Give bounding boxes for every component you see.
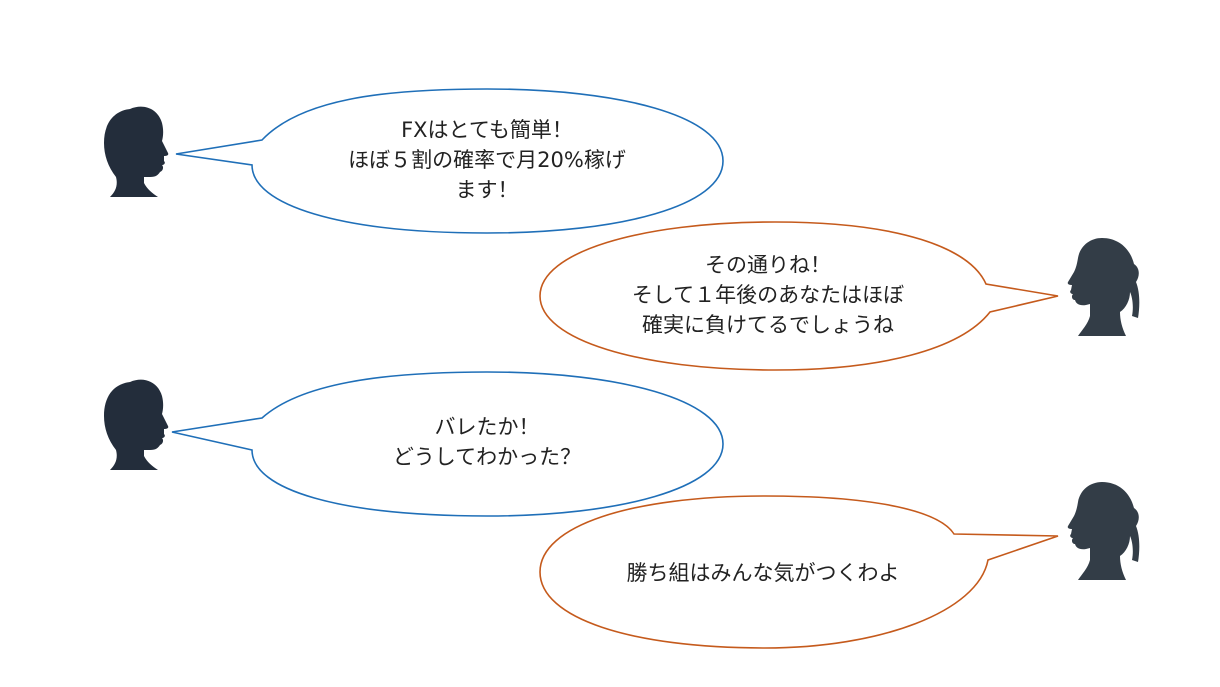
speech-bubble-1 <box>175 88 724 234</box>
bubble-line: バレたか！ <box>434 415 540 439</box>
male-head-icon <box>104 379 169 470</box>
bubble-outline <box>539 495 1059 649</box>
bubble-1-text: FXはとても簡単！ ほぼ５割の確率で月20%稼げ ます！ <box>322 115 652 205</box>
bubble-line: 確実に負けてるでしょうね <box>642 313 894 337</box>
bubble-outline <box>539 221 1059 371</box>
speech-bubble-3 <box>171 371 724 517</box>
bubble-line: そして１年後のあなたはほぼ <box>631 283 905 307</box>
speech-bubble-4 <box>539 495 1059 649</box>
bubble-line: ほぼ５割の確率で月20%稼げ <box>348 148 626 172</box>
bubble-outline <box>175 88 724 234</box>
bubble-line: その通りね！ <box>705 253 831 277</box>
bubble-3-text: バレたか！ どうしてわかった？ <box>322 412 652 472</box>
bubble-line: ます！ <box>455 178 519 202</box>
bubble-2-text: その通りね！ そして１年後のあなたはほぼ 確実に負けてるでしょうね <box>598 250 938 340</box>
speech-bubble-2 <box>539 221 1059 371</box>
bubble-outline <box>171 371 724 517</box>
bubble-line: FXはとても簡単！ <box>401 118 573 142</box>
female-head-icon <box>1067 482 1140 580</box>
bubble-4-text: 勝ち組はみんな気がつくわよ <box>588 558 938 588</box>
bubble-line: 勝ち組はみんな気がつくわよ <box>626 561 900 585</box>
female-head-icon <box>1067 238 1140 336</box>
bubble-line: どうしてわかった？ <box>392 445 582 469</box>
male-head-icon <box>104 106 169 197</box>
